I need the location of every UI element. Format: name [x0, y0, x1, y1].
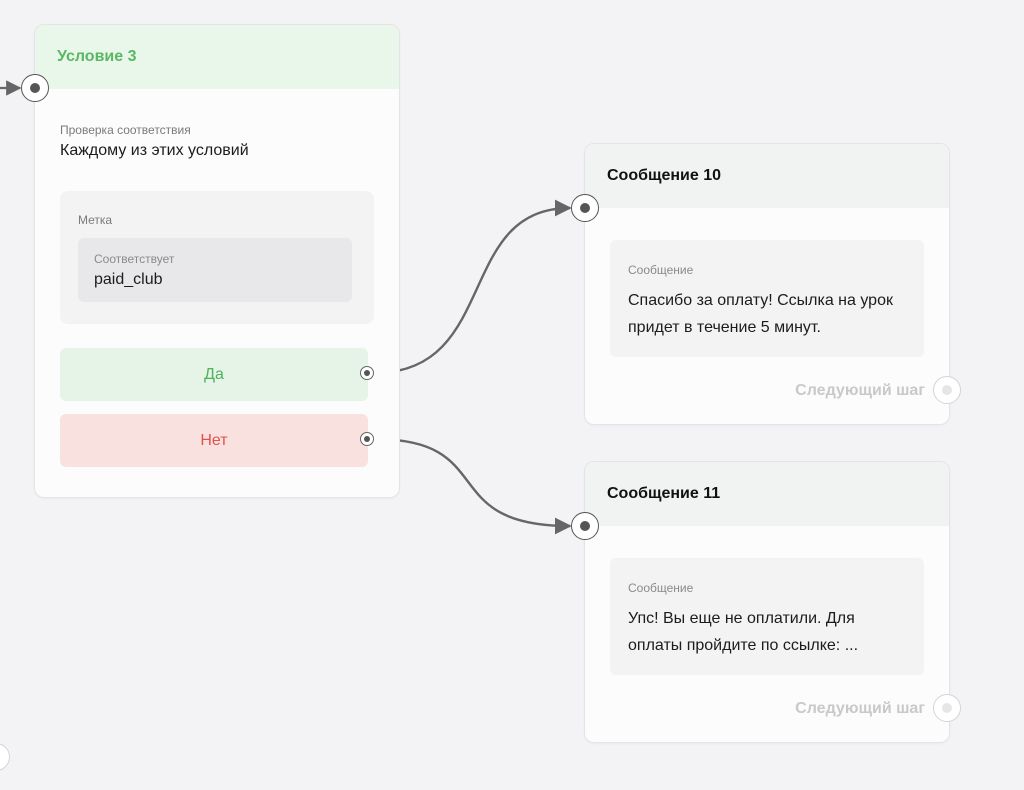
message-label: Сообщение: [628, 581, 694, 595]
connection-no-to-message-11[interactable]: [373, 437, 572, 535]
match-check-value[interactable]: Каждому из этих условий: [60, 142, 249, 159]
yes-branch-label: Да: [204, 365, 224, 383]
next-step-link[interactable]: Следующий шаг: [795, 382, 925, 399]
tag-match-label: Соответствует: [94, 252, 175, 266]
message-label: Сообщение: [628, 263, 694, 277]
connection-yes-to-message-10[interactable]: [373, 199, 572, 375]
message-node-header[interactable]: Сообщение 11: [585, 462, 949, 526]
message-11-next-step-port-icon[interactable]: [933, 694, 961, 722]
condition-node[interactable]: Условие 3 Проверка соответствия Каждому …: [34, 24, 400, 498]
message-node-header[interactable]: Сообщение 10: [585, 144, 949, 208]
next-step-link[interactable]: Следующий шаг: [795, 700, 925, 717]
no-branch-button[interactable]: Нет: [60, 414, 368, 467]
tag-condition-box[interactable]: Метка Соответствует paid_club: [60, 191, 374, 324]
tag-label: Метка: [78, 213, 113, 227]
yes-output-port-icon[interactable]: [360, 366, 374, 380]
message-node-11[interactable]: Сообщение 11 Сообщение Упс! Вы еще не оп…: [584, 461, 950, 743]
no-branch-label: Нет: [200, 431, 228, 449]
offscreen-node-port-icon[interactable]: [0, 743, 10, 771]
message-text: Упс! Вы еще не оплатили. Для оплаты прой…: [628, 610, 859, 654]
message-node-title: Сообщение 11: [607, 485, 721, 502]
condition-node-header[interactable]: Условие 3: [35, 25, 399, 89]
yes-branch-button[interactable]: Да: [60, 348, 368, 401]
message-10-next-step-port-icon[interactable]: [933, 376, 961, 404]
condition-node-title: Условие 3: [57, 48, 137, 65]
message-node-title: Сообщение 10: [607, 167, 722, 184]
condition-input-port-icon[interactable]: [21, 74, 49, 102]
message-content-box[interactable]: Сообщение Спасибо за оплату! Ссылка на у…: [610, 240, 924, 357]
tag-match-field[interactable]: Соответствует paid_club: [78, 238, 352, 302]
message-text: Спасибо за оплату! Ссылка на урок придет…: [628, 292, 893, 336]
match-check-label: Проверка соответствия: [60, 123, 191, 137]
no-output-port-icon[interactable]: [360, 432, 374, 446]
tag-match-value: paid_club: [94, 271, 163, 288]
message-11-input-port-icon[interactable]: [571, 512, 599, 540]
message-10-input-port-icon[interactable]: [571, 194, 599, 222]
message-content-box[interactable]: Сообщение Упс! Вы еще не оплатили. Для о…: [610, 558, 924, 675]
message-node-10[interactable]: Сообщение 10 Сообщение Спасибо за оплату…: [584, 143, 950, 425]
